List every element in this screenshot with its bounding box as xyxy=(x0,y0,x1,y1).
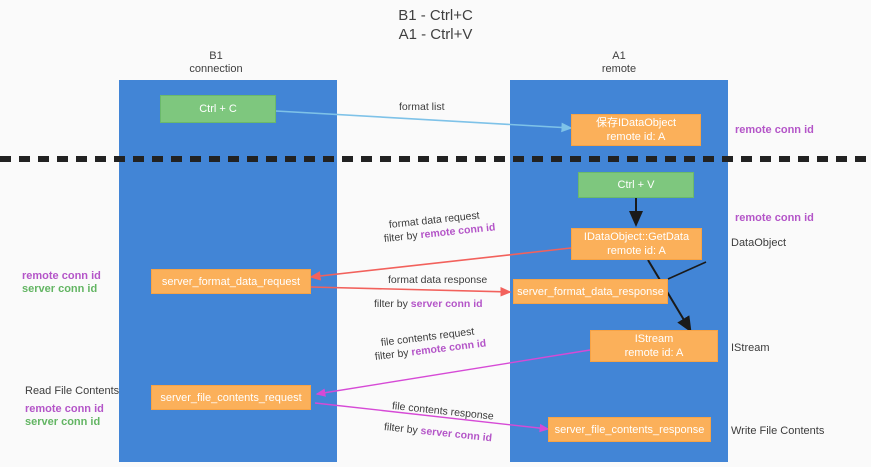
box-getdata-line2: remote id: A xyxy=(607,245,666,257)
edge-label-file-contents-response-filter: filter by server conn id xyxy=(383,421,492,445)
annotation-remote-conn-id-mid: remote conn id xyxy=(735,212,814,224)
column-header-a1-sub: remote xyxy=(601,63,637,75)
box-ctrl-c-label: Ctrl + C xyxy=(199,103,237,115)
edge-label-file-contents-request-filter-prefix: filter by xyxy=(374,346,413,363)
box-ctrl-v[interactable]: Ctrl + V xyxy=(578,172,694,198)
edge-label-format-data-response-filter-key: server conn id xyxy=(410,298,483,310)
title-line-2: A1 - Ctrl+V xyxy=(398,26,473,43)
box-save-idataobject[interactable]: 保存IDataObject remote id: A xyxy=(571,114,701,146)
box-server-file-contents-response-label: server_file_contents_response xyxy=(554,423,705,436)
edge-label-format-data-response-filter: filter by server conn id xyxy=(374,298,483,311)
annotation-left-remote-conn-id-bottom: remote conn id xyxy=(25,403,104,415)
title-line-1: B1 - Ctrl+C xyxy=(398,7,473,24)
column-header-b1-sub: connection xyxy=(189,63,243,75)
annotation-read-file-contents: Read File Contents xyxy=(25,385,120,397)
box-istream-line2: remote id: A xyxy=(624,347,684,359)
phase-separator xyxy=(0,156,871,162)
edge-label-file-contents-response-filter-prefix: filter by xyxy=(383,421,422,437)
column-header-b1-name: B1 xyxy=(209,50,223,62)
column-header-a1-name: A1 xyxy=(612,50,626,62)
edge-label-format-data-request-filter-prefix: filter by xyxy=(383,229,422,245)
box-istream-line1: IStream xyxy=(634,333,674,345)
edge-label-format-data-response-filter-prefix: filter by xyxy=(374,298,411,310)
box-save-idataobject-line1: 保存IDataObject xyxy=(595,117,677,129)
edge-label-format-list: format list xyxy=(399,101,445,113)
edge-label-file-contents-response: file contents response xyxy=(391,400,495,423)
page-title: B1 - Ctrl+C A1 - Ctrl+V xyxy=(0,6,871,44)
box-server-file-contents-response[interactable]: server_file_contents_response xyxy=(548,417,711,442)
box-save-idataobject-line2: remote id: A xyxy=(606,131,666,143)
annotation-remote-conn-id-top: remote conn id xyxy=(735,124,814,136)
annotation-istream: IStream xyxy=(731,342,770,354)
box-getdata-line1: IDataObject::GetData xyxy=(583,231,690,243)
edge-label-file-contents-response-filter-key: server conn id xyxy=(419,424,493,445)
connector-format-data-response xyxy=(310,286,512,297)
box-server-file-contents-request-label: server_file_contents_request xyxy=(160,391,302,404)
annotation-write-file-contents: Write File Contents xyxy=(731,425,825,437)
box-ctrl-v-label: Ctrl + V xyxy=(617,179,655,191)
box-server-format-data-request[interactable]: server_format_data_request xyxy=(151,269,311,294)
annotation-left-remote-conn-id-mid: remote conn id xyxy=(22,270,101,282)
annotation-left-server-conn-id-mid: server conn id xyxy=(22,283,98,295)
box-server-format-data-request-label: server_format_data_request xyxy=(161,275,301,288)
box-istream[interactable]: IStream remote id: A xyxy=(590,330,718,362)
box-server-format-data-response-label: server_format_data_response xyxy=(517,285,664,298)
column-header-b1: B1 connection xyxy=(146,50,286,76)
column-header-a1: A1 remote xyxy=(549,50,689,76)
annotation-left-server-conn-id-bottom: server conn id xyxy=(25,416,101,428)
annotation-dataobject: DataObject xyxy=(731,237,787,249)
box-server-file-contents-request[interactable]: server_file_contents_request xyxy=(151,385,311,410)
box-ctrl-c[interactable]: Ctrl + C xyxy=(160,95,276,123)
edge-label-format-data-response: format data response xyxy=(388,274,488,286)
box-server-format-data-response[interactable]: server_format_data_response xyxy=(513,279,668,304)
box-getdata[interactable]: IDataObject::GetData remote id: A xyxy=(571,228,702,260)
